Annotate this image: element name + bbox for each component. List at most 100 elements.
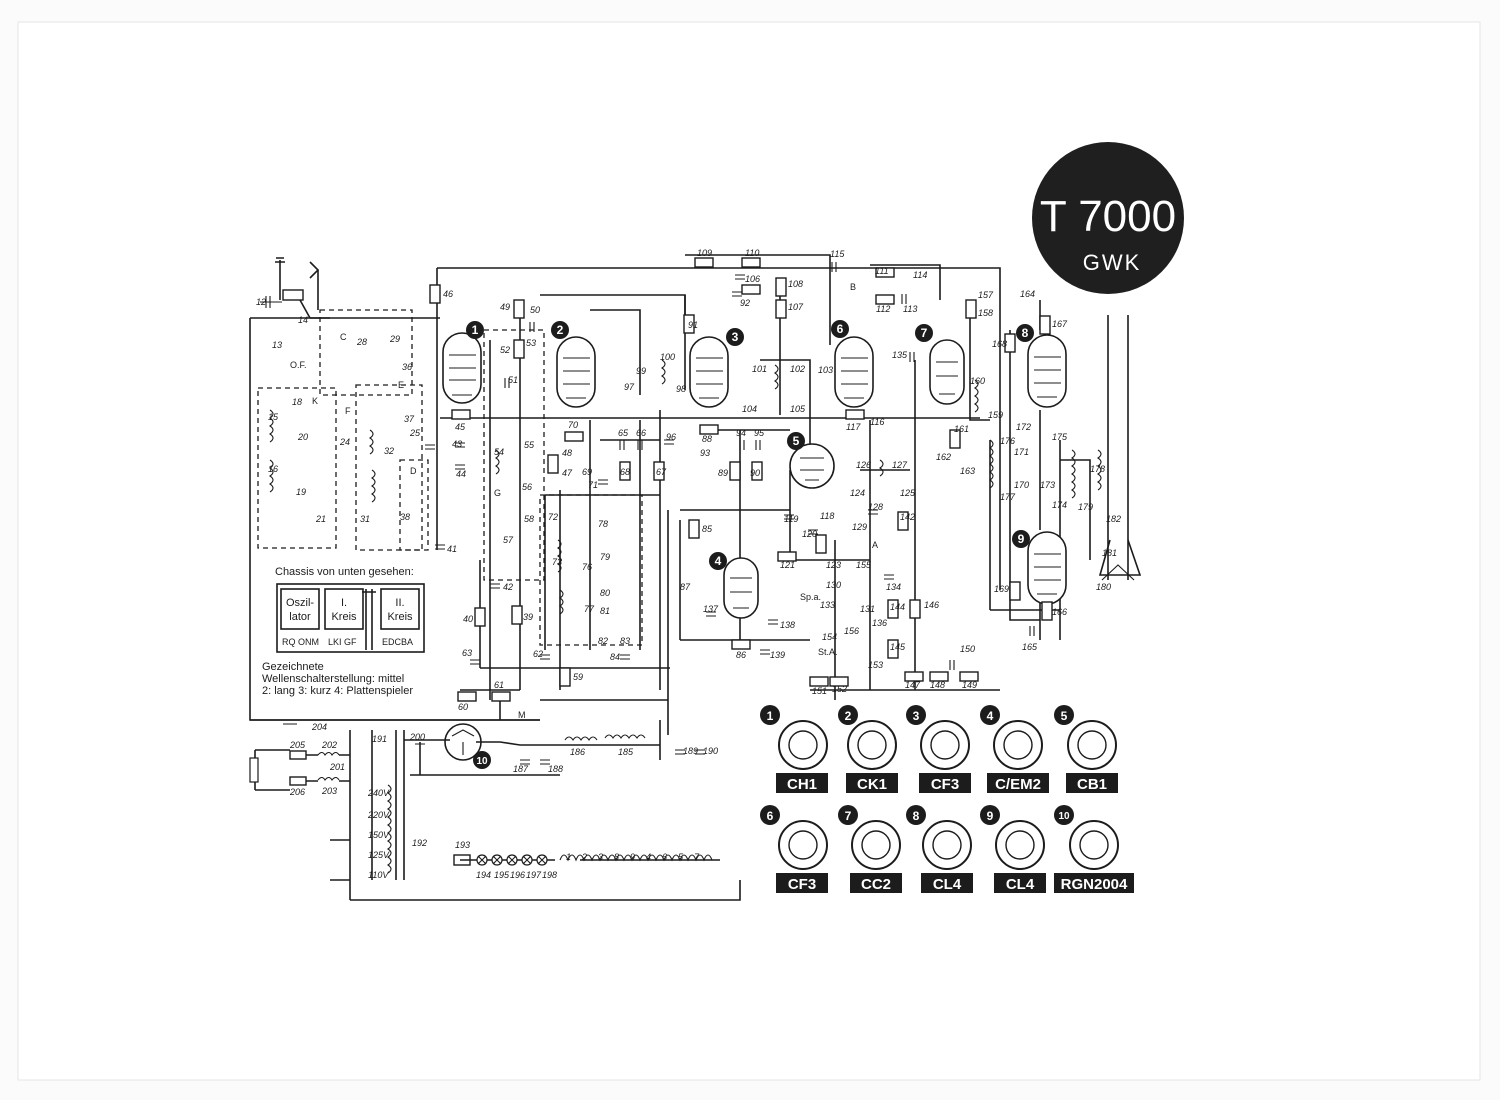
label-36: 36 — [402, 362, 412, 372]
label-188: 188 — [548, 764, 563, 774]
component-labels: 45 43 44 46 41 40 39 63 61 60 62 59 84 4… — [256, 248, 1121, 880]
label-103: 103 — [818, 365, 833, 375]
note-line-1: Gezeichnete — [262, 661, 324, 673]
label-135: 135 — [892, 350, 908, 360]
voltage-220: 220V — [367, 810, 390, 820]
label-55: 55 — [524, 440, 535, 450]
label-88: 88 — [702, 434, 712, 444]
tube-legend: 1 CH1 2 CK1 3 CF3 4 C/EM2 5 CB1 — [760, 705, 1134, 893]
chassis-box-3-line2: Kreis — [387, 611, 413, 623]
label-178: 178 — [1090, 464, 1105, 474]
legend-number-1: 1 — [767, 709, 774, 723]
legend-number-9: 9 — [987, 809, 994, 823]
label-80: 80 — [600, 588, 610, 598]
chassis-pins-1: RQ ONM — [282, 637, 319, 647]
label-111: 111 — [875, 266, 889, 276]
label-59: 59 — [573, 672, 583, 682]
label-155: 155 — [856, 560, 872, 570]
legend-item-5: 5 CB1 — [1054, 705, 1118, 793]
label-120: 120 — [802, 529, 817, 539]
label-106: 106 — [745, 274, 760, 284]
chassis-pins-2: LKI GF — [328, 637, 357, 647]
tube-3 — [689, 336, 729, 408]
label-127: 127 — [892, 460, 908, 470]
antenna-terminal — [260, 257, 330, 319]
label-87: 87 — [680, 582, 691, 592]
label-172: 172 — [1016, 422, 1031, 432]
label-96: 96 — [666, 432, 676, 442]
lamp-label-6: 6 — [662, 852, 667, 862]
legend-number-3: 3 — [913, 709, 920, 723]
label-187: 187 — [513, 764, 529, 774]
label-90: 90 — [750, 468, 760, 478]
label-131: 131 — [860, 604, 875, 614]
label-193: 193 — [455, 840, 470, 850]
label-197: 197 — [526, 870, 542, 880]
label-165: 165 — [1022, 642, 1038, 652]
tube-marker-9: 9 — [1018, 532, 1025, 546]
tube-marker-4: 4 — [715, 554, 722, 568]
label-12: 12 — [256, 297, 266, 307]
label-72: 72 — [548, 512, 558, 522]
legend-number-4: 4 — [987, 709, 994, 723]
label-40: 40 — [463, 614, 473, 624]
label-69: 69 — [582, 467, 592, 477]
label-45: 45 — [455, 422, 466, 432]
label-134: 134 — [886, 582, 901, 592]
label-116: 116 — [870, 417, 884, 427]
label-113: 113 — [903, 304, 917, 314]
resistors — [289, 257, 1053, 866]
label-73: 73 — [552, 557, 562, 567]
label-159: 159 — [988, 410, 1003, 420]
label-95: 95 — [754, 428, 765, 438]
label-171: 171 — [1014, 447, 1029, 457]
label-f: F — [345, 406, 351, 416]
voltage-110: 110V — [368, 870, 389, 880]
label-85: 85 — [702, 524, 713, 534]
label-109: 109 — [697, 248, 712, 258]
label-43: 43 — [452, 439, 462, 449]
label-176: 176 — [1000, 436, 1015, 446]
legend-item-2: 2 CK1 — [838, 705, 898, 793]
label-145: 145 — [890, 642, 906, 652]
label-112: 112 — [876, 304, 890, 314]
label-186: 186 — [570, 747, 585, 757]
tube-marker-8: 8 — [1022, 326, 1029, 340]
label-201: 201 — [329, 762, 345, 772]
label-53: 53 — [526, 338, 536, 348]
label-g: G — [494, 488, 501, 498]
legend-tag-9: CL4 — [1006, 876, 1035, 893]
legend-number-6: 6 — [767, 809, 774, 823]
label-162: 162 — [936, 452, 951, 462]
label-a: A — [872, 540, 878, 550]
label-185: 185 — [618, 747, 634, 757]
label-160: 160 — [970, 376, 985, 386]
label-25: 25 — [409, 428, 421, 438]
label-79: 79 — [600, 552, 610, 562]
lamp-label-3: 3 — [598, 852, 603, 862]
model-badge: T 7000 GWK — [1032, 142, 1184, 294]
chassis-box-2-line1: I. — [341, 597, 347, 609]
label-65: 65 — [618, 428, 629, 438]
label-202: 202 — [321, 740, 337, 750]
label-181: 181 — [1102, 548, 1117, 558]
label-121: 121 — [780, 560, 795, 570]
lamp-label-5: 5 — [678, 852, 684, 862]
label-151: 151 — [812, 686, 827, 696]
lamp-label-4: 4 — [646, 852, 651, 862]
label-169: 169 — [994, 584, 1009, 594]
legend-number-2: 2 — [845, 709, 852, 723]
tube-marker-3: 3 — [732, 330, 739, 344]
label-50: 50 — [530, 305, 540, 315]
legend-tag-7: CC2 — [861, 876, 891, 893]
tube-marker-2: 2 — [557, 323, 564, 337]
label-19: 19 — [296, 487, 306, 497]
label-146: 146 — [924, 600, 939, 610]
lamp-label-1: 1 — [566, 852, 571, 862]
label-198: 198 — [542, 870, 557, 880]
legend-tag-8: CL4 — [933, 876, 962, 893]
label-173: 173 — [1040, 480, 1055, 490]
label-129: 129 — [852, 522, 867, 532]
label-107: 107 — [788, 302, 804, 312]
voltage-150: 150V — [368, 830, 390, 840]
